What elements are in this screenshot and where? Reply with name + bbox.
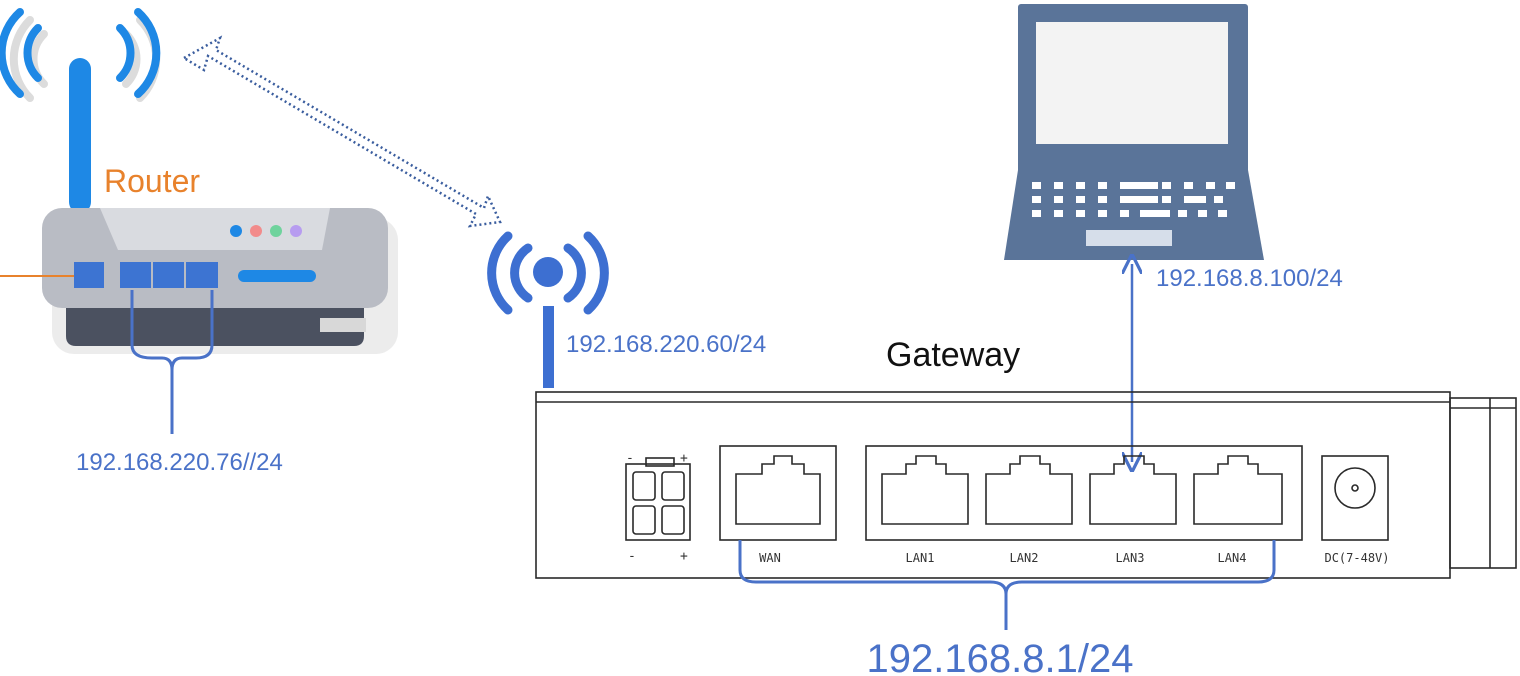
power-polarity-bottom-plus: + — [680, 549, 688, 564]
router-ip-label: 192.168.220.76//24 — [76, 449, 283, 476]
wireless-link-arrow — [181, 35, 502, 228]
gateway-lan-bracket — [738, 540, 1276, 630]
router-led-blue — [230, 225, 242, 237]
router — [0, 8, 398, 434]
gateway-port-lan2 — [985, 455, 1073, 525]
gateway-lan-ip: 192.168.8.1/24 — [867, 637, 1134, 676]
gateway-port-wan — [719, 445, 837, 541]
gateway-antenna — [543, 306, 554, 388]
port-label-lan2: LAN2 — [1010, 551, 1039, 565]
laptop-keyboard-base — [1004, 170, 1264, 260]
port-label-lan4: LAN4 — [1218, 551, 1247, 565]
router-port-wan — [74, 262, 104, 288]
power-terminal — [625, 457, 691, 541]
laptop-screen — [1036, 22, 1228, 144]
power-polarity-top-minus: - — [626, 451, 634, 466]
router-antenna — [69, 58, 91, 213]
gateway-wifi-ip: 192.168.220.60/24 — [566, 331, 766, 358]
gateway-port-lan3 — [1089, 455, 1177, 525]
port-label-wan: WAN — [759, 551, 781, 565]
port-label-lan3: LAN3 — [1116, 551, 1145, 565]
router-led-green — [270, 225, 282, 237]
router-led-purple — [290, 225, 302, 237]
router-port-2 — [186, 262, 218, 288]
laptop — [1004, 4, 1264, 260]
gateway-port-lan1 — [881, 455, 969, 525]
gateway-wifi-icon — [487, 231, 609, 388]
port-label-lan1: LAN1 — [906, 551, 935, 565]
router-label: Router — [104, 163, 200, 199]
gateway-port-lan4 — [1193, 455, 1283, 525]
router-ip-bracket — [130, 290, 214, 434]
gateway-label: Gateway — [886, 336, 1020, 374]
gateway-dc-jack — [1321, 455, 1389, 541]
power-polarity-bottom-minus: - — [628, 549, 636, 564]
gateway-device — [535, 391, 1517, 579]
gateway-lan-housing — [865, 445, 1303, 541]
port-label-dc: DC(7-48V) — [1324, 551, 1389, 565]
laptop-keys — [1032, 182, 1235, 217]
router-led-red — [250, 225, 262, 237]
laptop-ip: 192.168.8.100/24 — [1156, 265, 1343, 292]
laptop-trackpad — [1086, 230, 1172, 246]
power-polarity-top-plus: + — [680, 451, 688, 466]
router-wifi-icon — [0, 8, 161, 102]
router-slot — [238, 270, 316, 282]
